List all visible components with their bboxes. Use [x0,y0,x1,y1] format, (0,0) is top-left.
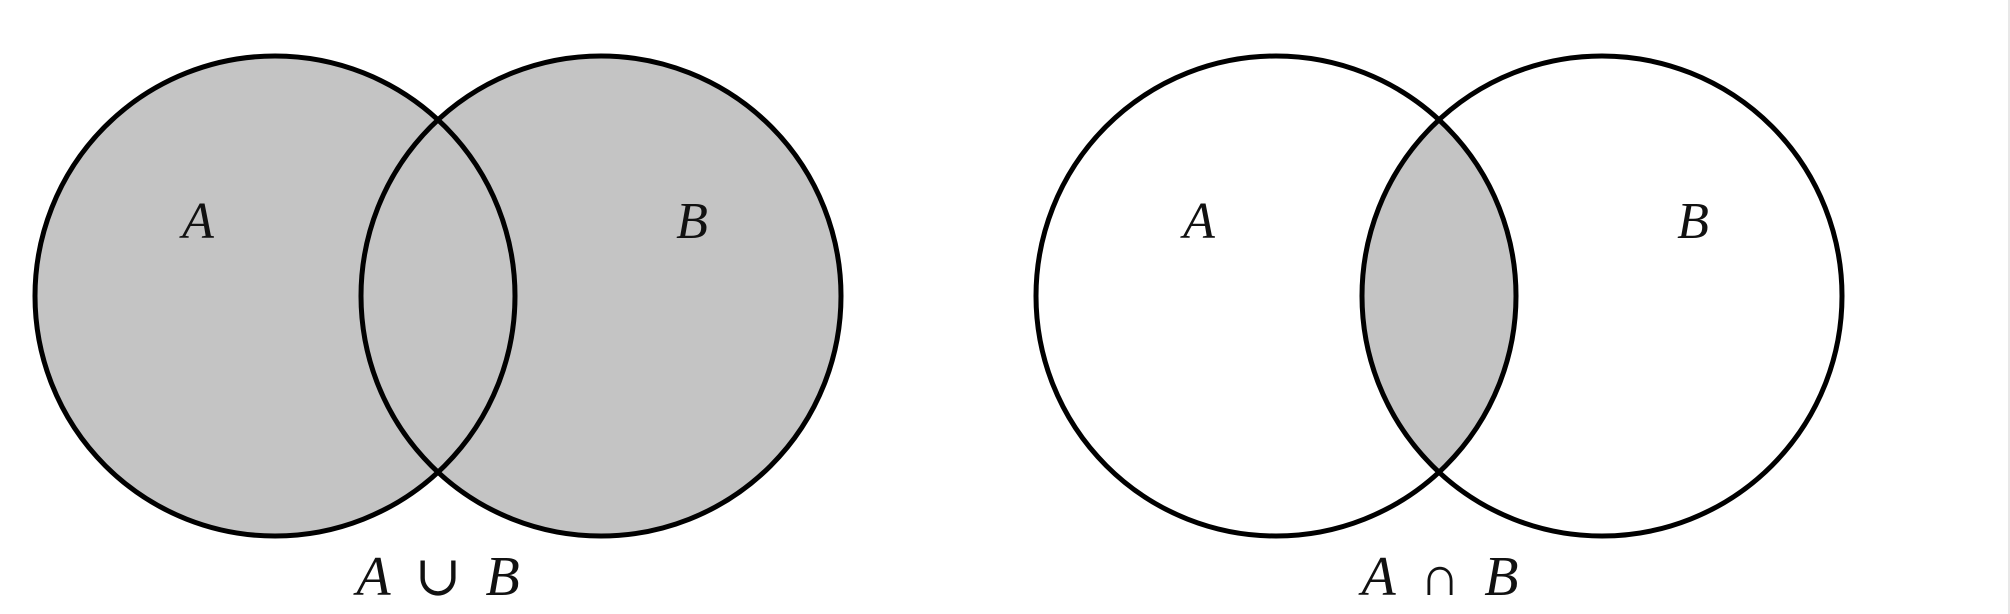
intersection-label-b: B [1677,193,1709,250]
intersection-caption: A ∩ B [1358,546,1519,608]
intersection-caption-a: A [1358,546,1397,608]
union-label-b: B [676,193,708,250]
page-right-edge [2008,0,2010,614]
intersection-label-a: A [1180,193,1215,250]
intersection-set-b-circle [1359,53,1845,539]
intersection-set-a-circle [1033,53,1519,539]
union-set-b-circle [358,53,844,539]
union-label-a: A [179,193,214,250]
intersection-caption-operator: ∩ [1420,546,1460,608]
union-set-a-circle [32,53,518,539]
union-caption-a: A [352,546,391,608]
union-caption-b: B [485,546,519,608]
union-caption-operator: ∪ [415,546,462,608]
union-diagram: A B A ∪ B [32,53,844,608]
intersection-caption-b: B [1484,546,1518,608]
union-caption: A ∪ B [352,546,519,608]
intersection-diagram: A B A ∩ B [1033,53,1845,608]
